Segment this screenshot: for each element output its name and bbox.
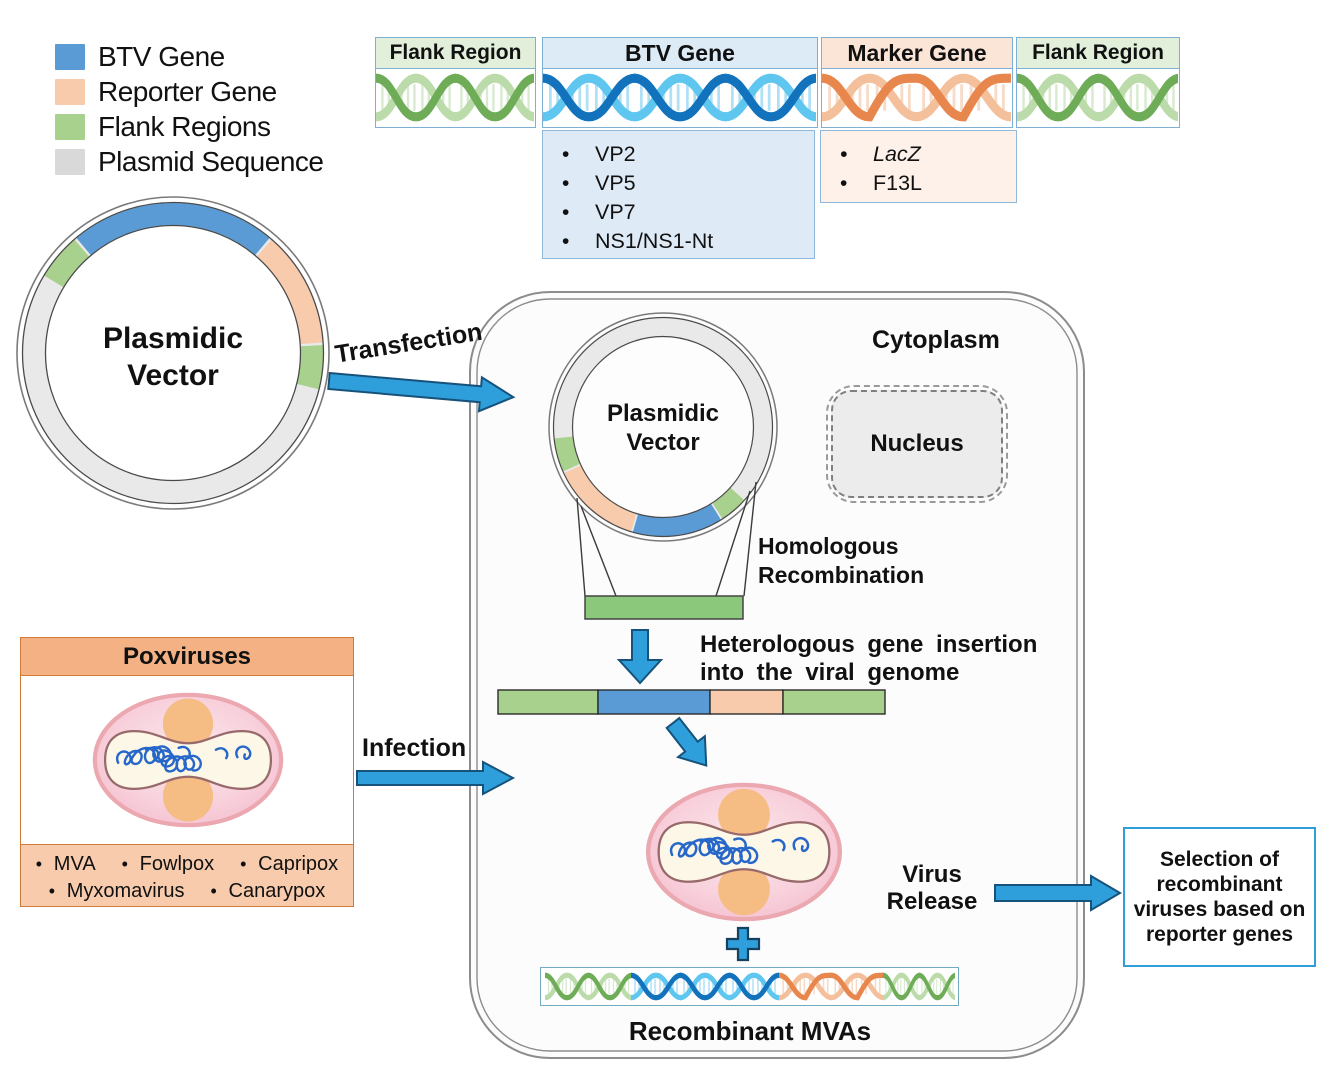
legend-item: Flank Regions	[55, 110, 323, 144]
inner-plasmid-ring	[548, 312, 778, 542]
flank-region-box-right: Flank Region	[1016, 37, 1180, 128]
reporter-gene-swatch	[55, 79, 85, 105]
homologous-recombination-label: Homologous Recombination	[758, 533, 925, 588]
recombinant-mvas-label: Recombinant MVAs	[628, 1016, 872, 1046]
legend-item: Plasmid Sequence	[55, 145, 324, 179]
btv-gene-item: VP2	[543, 140, 814, 169]
infection-arrow	[356, 760, 516, 796]
poxvirus-illustration-area	[21, 676, 353, 844]
virus-release-arrow	[994, 874, 1122, 912]
infection-label: Infection	[362, 734, 467, 762]
dna-helix-green	[545, 970, 631, 1003]
inner-plasmid-title: Plasmidic Vector	[606, 400, 720, 456]
marker-gene-header: Marker Gene	[822, 38, 1012, 69]
insertion-down-arrow	[616, 629, 664, 685]
recombinant-dna-box	[540, 967, 959, 1006]
flank-homology-bar	[584, 595, 744, 620]
nucleus-label: Nucleus	[831, 390, 1003, 498]
recombined-genome-bar	[497, 689, 886, 715]
dna-helix-orange	[822, 69, 1011, 126]
btv-gene-item: VP7	[543, 198, 814, 227]
legend-label: Plasmid Sequence	[98, 146, 324, 177]
btv-gene-item: NS1/NS1-Nt	[543, 227, 814, 256]
marker-gene-item: LacZ	[821, 140, 1016, 169]
poxvirus-item: Capripox	[240, 851, 338, 878]
legend-label: Reporter Gene	[98, 76, 277, 107]
legend-item: Reporter Gene	[55, 75, 323, 109]
btv-gene-list: VP2 VP5 VP7 NS1/NS1-Nt	[542, 130, 815, 259]
marker-dna-strand	[822, 69, 1012, 126]
flank-region-box-left: Flank Region	[375, 37, 536, 128]
dna-helix-green	[883, 970, 955, 1003]
recombination-funnel	[576, 481, 757, 597]
poxvirus-item: Myxomavirus	[49, 878, 185, 905]
nucleus: Nucleus	[826, 385, 1008, 503]
poxviruses-box: Poxviruses MVA Fowlpox Capripox Myxomavi…	[20, 637, 354, 907]
plasmid-sequence-swatch	[55, 149, 85, 175]
plasmid-vector-title: Plasmidic Vector	[102, 322, 244, 392]
poxvirus-item: MVA	[36, 851, 96, 878]
legend-label: Flank Regions	[98, 111, 271, 142]
dna-helix-green	[376, 69, 534, 126]
selection-text: Selection of recombinant viruses based o…	[1133, 848, 1306, 946]
poxviruses-title: Poxviruses	[21, 638, 353, 676]
legend: BTV Gene Reporter Gene Flank Regions Pla…	[55, 40, 324, 180]
poxvirus-item: Canarypox	[211, 878, 326, 905]
legend-item: BTV Gene	[55, 40, 323, 74]
marker-gene-item: F13L	[821, 169, 1016, 198]
flank-region-header: Flank Region	[1017, 38, 1179, 69]
flank-regions-swatch	[55, 114, 85, 140]
btv-dna-strand	[543, 69, 817, 126]
dna-helix-green	[1017, 69, 1178, 126]
flank-dna-strand	[376, 69, 535, 126]
heterologous-insertion-label: Heterologous gene insertion into the vir…	[700, 631, 1038, 686]
recombinant-virus-illustration	[648, 785, 840, 919]
btv-gene-header: BTV Gene	[543, 38, 817, 69]
btv-gene-box: BTV Gene	[542, 37, 818, 128]
dna-helix-orange	[779, 970, 883, 1003]
marker-gene-list: LacZ F13L	[820, 130, 1017, 203]
flank-region-header: Flank Region	[376, 38, 535, 69]
selection-box: Selection of recombinant viruses based o…	[1123, 827, 1316, 967]
to-virus-arrow	[665, 716, 708, 767]
cytoplasm-label: Cytoplasm	[872, 326, 1000, 354]
virus-release-label: Virus Release	[886, 861, 978, 915]
btv-gene-swatch	[55, 44, 85, 70]
transfection-arrow	[327, 371, 516, 413]
flank-dna-strand	[1017, 69, 1179, 126]
legend-label: BTV Gene	[98, 41, 225, 72]
btv-gene-item: VP5	[543, 169, 814, 198]
marker-gene-box: Marker Gene	[821, 37, 1013, 128]
poxvirus-item: Fowlpox	[122, 851, 214, 878]
dna-helix-blue	[631, 970, 779, 1003]
dna-helix-blue	[543, 69, 816, 126]
plus-icon	[725, 926, 761, 962]
poxvirus-species-list: MVA Fowlpox Capripox Myxomavirus Canaryp…	[21, 844, 353, 906]
plasmid-vector-ring	[16, 196, 330, 510]
poxvirus-illustration	[21, 676, 352, 844]
